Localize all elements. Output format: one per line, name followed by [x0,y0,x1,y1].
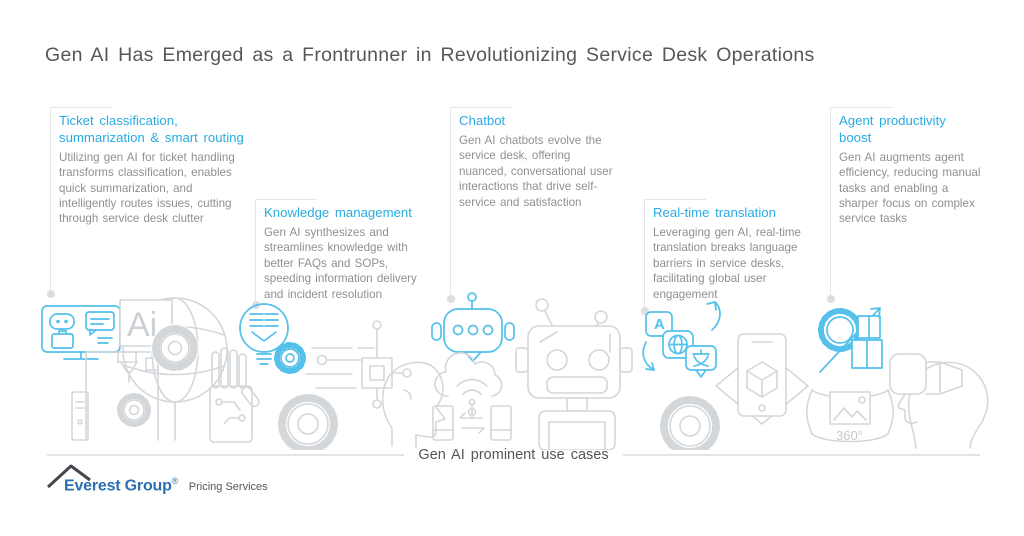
translate-letter-label: A [654,316,665,333]
caption-divider: Gen AI prominent use cases [47,447,980,463]
connector-dot [46,290,55,298]
bracket-top-line [255,199,317,200]
bracket-top-line [50,107,112,108]
ai-card-label: Ai [127,306,157,344]
page-title: Gen AI Has Emerged as a Frontrunner in R… [45,44,815,66]
ar-phone-cube-icon [715,333,809,425]
connector-dot [446,295,455,303]
callout-title: Agent productivity boost [839,113,946,145]
callout-body: Gen AI synthesizes and streamlines knowl… [264,225,417,301]
divider-line-right [622,454,980,456]
divider-line-left [47,454,405,456]
callout-ticket-classification: Ticket classification, summarization & s… [46,107,248,298]
robotic-hand-icon [209,347,260,443]
chatbot-screen-icon [41,305,121,360]
cloud-sync-icon [432,352,512,441]
callout-knowledge-management: Knowledge management Gen AI synthesizes … [251,199,427,309]
callout-title: Ticket classification, summarization & s… [59,113,244,145]
logo-brand-text: Everest Group [64,477,172,495]
translation-icon: A [642,301,721,378]
caption-text: Gen AI prominent use cases [418,447,609,463]
callout-title: Knowledge management [264,205,412,220]
bracket-left-line [450,107,451,295]
callout-body: Gen AI chatbots evolve the service desk,… [459,133,613,209]
vr-headset-person-icon [889,353,989,449]
panorama-label: 360° [836,428,863,443]
digital-head-chip-icon [278,320,446,454]
callout-body: Leveraging gen AI, real-time translation… [653,225,802,301]
ai-globe-gear-icon: Ai [119,297,228,441]
illustration-strip: Ai [0,290,1024,456]
callout-body: Utilizing gen AI for ticket handling tra… [59,150,235,226]
callout-title: Real-time translation [653,205,776,220]
bracket-left-line [255,199,256,301]
bracket-top-line [830,107,892,108]
logo-suffix-text: Pricing Services [188,481,268,494]
callout-body: Gen AI augments agent efficiency, reduci… [839,150,981,226]
everest-group-logo: Everest Group® Pricing Services [46,464,268,495]
callout-title: Chatbot [459,113,506,128]
everest-mountain-icon [46,464,91,488]
bracket-left-line [50,107,51,290]
bracket-top-line [450,107,512,108]
panorama-360-icon: 360° [805,389,895,443]
bracket-left-line [830,107,831,295]
bracket-top-line [644,199,706,200]
connector-dot [826,295,835,303]
robot-icon [515,298,633,451]
registered-mark: ® [171,476,179,486]
productivity-growth-icon [818,307,883,373]
gear-icon [660,396,720,456]
idea-bulb-book-icon [239,303,306,374]
callout-agent-productivity: Agent productivity boost Gen AI augments… [826,107,986,303]
chatbot-head-icon [431,292,515,362]
3d-printer-icon [71,351,159,441]
bracket-left-line [644,199,645,307]
connector-dot [640,307,649,315]
callout-real-time-translation: Real-time translation Leveraging gen AI,… [640,199,810,315]
callout-chatbot: Chatbot Gen AI chatbots evolve the servi… [446,107,614,303]
